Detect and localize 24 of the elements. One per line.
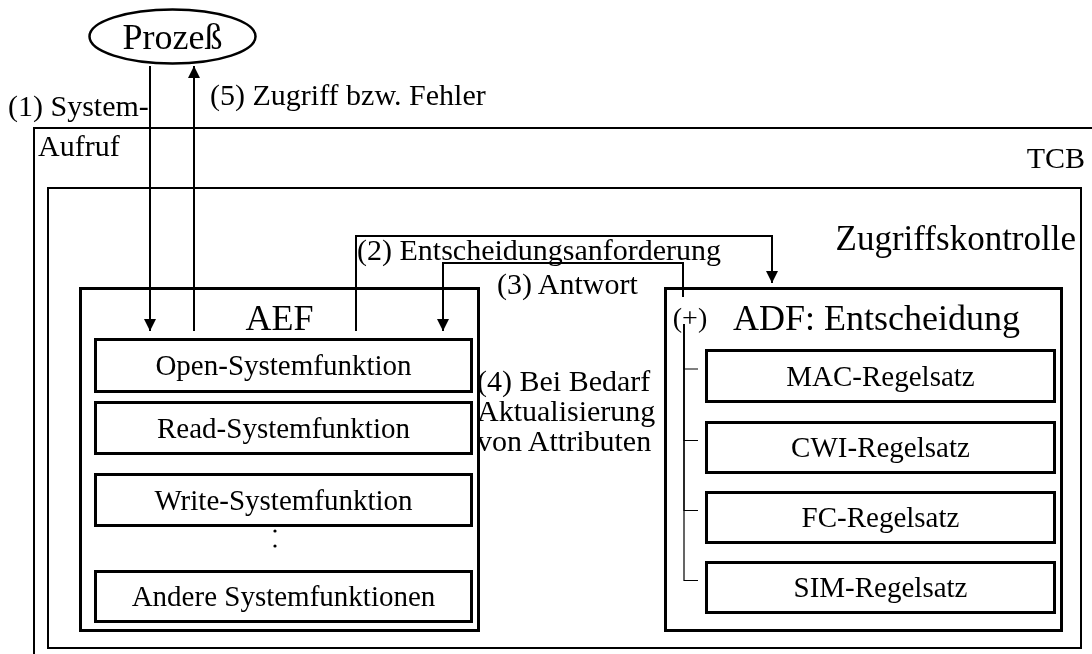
container-heading: TCB [1026, 143, 1085, 173]
module-frame [664, 287, 1063, 632]
function-box: Read-Systemfunktion [94, 401, 473, 455]
edge-label: (2) Entscheidungsanforderung [357, 233, 723, 267]
function-box: Write-Systemfunktion [94, 473, 473, 527]
module-heading: ADF: Entscheidung [733, 300, 1020, 336]
function-box: SIM-Regelsatz [705, 561, 1056, 614]
edge-label: (3) Antwort [497, 267, 639, 301]
module-heading: AEF [244, 300, 315, 336]
container-heading: Zugriffskontrolle [835, 221, 1076, 256]
arrow [355, 235, 778, 332]
process-label: Prozeß [122, 18, 223, 55]
function-box: MAC-Regelsatz [705, 349, 1056, 403]
function-box: CWI-Regelsatz [705, 421, 1056, 474]
arrow [188, 65, 200, 332]
arrow [144, 64, 156, 332]
module-frame [79, 287, 480, 632]
edge-label: (1) System-Aufruf [8, 88, 150, 164]
function-box: Andere Systemfunktionen [94, 570, 473, 623]
function-box: FC-Regelsatz [705, 491, 1056, 544]
connector-line [683, 323, 699, 582]
edge-label: (5) Zugriff bzw. Fehler [210, 78, 487, 112]
function-box: Open-Systemfunktion [94, 338, 473, 393]
arrow [437, 262, 684, 332]
